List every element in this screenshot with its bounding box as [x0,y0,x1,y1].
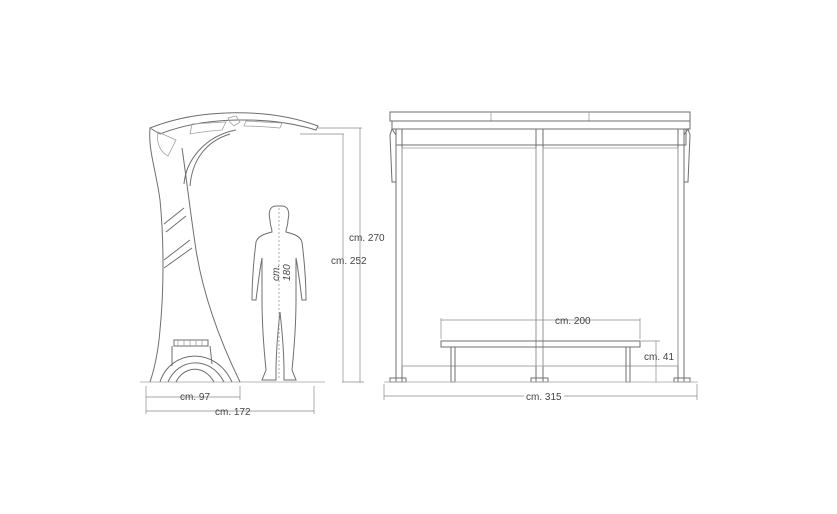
front-bench-seat [440,340,641,348]
dim-front-width: cm. 315 [526,392,562,403]
front-fascia [395,128,687,146]
dim-bench-length: cm. 200 [555,316,591,327]
foot-center [530,377,549,383]
brace-lower-2 [163,247,193,269]
foot-right [673,377,691,383]
brace-upper-2 [165,215,187,233]
front-roof-beam [391,120,691,130]
bench-leg-left [450,346,456,383]
glass-panel-left [401,147,537,367]
brace-upper [163,207,185,225]
roof-cutout-left [157,131,177,157]
left-bracket [389,127,397,183]
side-post-outer [149,127,164,383]
front-roof-top [389,111,691,122]
post-left [395,128,403,383]
roof-cutout-center [189,121,227,135]
glass-panel-right [542,147,679,367]
brace-lower [163,239,191,261]
side-bench [159,339,233,383]
post-center [535,128,544,383]
person-height-label-1: cm. [271,265,282,281]
side-view: cm. 180 cm. 270 cm. 252 cm. 97 cm. 172 [140,112,385,418]
roof-support-arc [183,129,237,185]
roof-support-arc-2 [189,133,231,187]
bench-leg-right [625,346,631,383]
dim-height-inner: cm. 252 [331,256,367,267]
side-post-inner [181,147,241,383]
dim-height-total: cm. 270 [349,233,385,244]
roof-cutout-right [243,120,283,129]
dim-depth-total: cm. 172 [215,407,251,418]
dim-depth-inner: cm. 97 [180,392,210,403]
front-view: cm. 200 cm. 41 cm. 315 [383,111,698,403]
right-bracket [683,127,691,183]
person-silhouette [251,205,307,381]
dim-bench-height: cm. 41 [644,352,674,363]
logo-mark [227,115,241,127]
foot-left [389,377,407,383]
person-height-label-2: 180 [282,264,293,281]
post-right [677,128,685,383]
